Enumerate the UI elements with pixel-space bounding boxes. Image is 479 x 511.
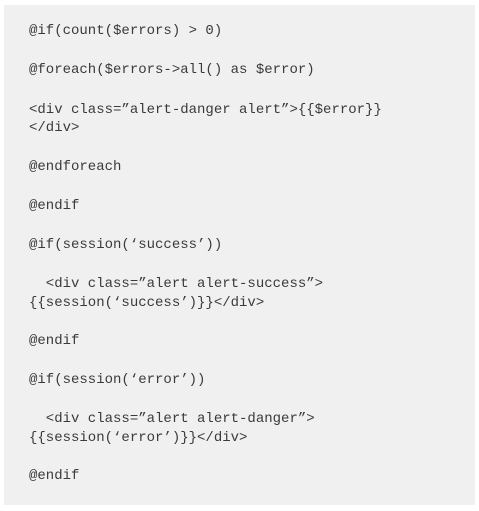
code-line-endif-1: @endif (29, 198, 80, 214)
code-line-error-div-close: </div> (29, 120, 80, 136)
code-block: @if(count($errors) > 0) @foreach($errors… (4, 5, 475, 505)
code-line-error-alert-div-open: <div class=”alert alert-danger”> (29, 411, 315, 427)
code-line-endforeach: @endforeach (29, 159, 122, 175)
code-line-error-alert-div-close: {{session(‘error’)}}</div> (29, 430, 248, 446)
code-line-endif-3: @endif (29, 468, 80, 484)
code-line-foreach: @foreach($errors->all() as $error) (29, 62, 315, 78)
code-line-if-success: @if(session(‘success’)) (29, 237, 223, 253)
code-line-success-div-close: {{session(‘success’)}}</div> (29, 295, 265, 311)
code-line-error-div-open: <div class=”alert-danger alert”>{{$error… (29, 102, 382, 118)
code-line-success-div-open: <div class=”alert alert-success”> (29, 276, 324, 292)
code-line-endif-2: @endif (29, 333, 80, 349)
code-line-if-errors: @if(count($errors) > 0) (29, 23, 223, 39)
code-line-if-error: @if(session(‘error’)) (29, 372, 206, 388)
